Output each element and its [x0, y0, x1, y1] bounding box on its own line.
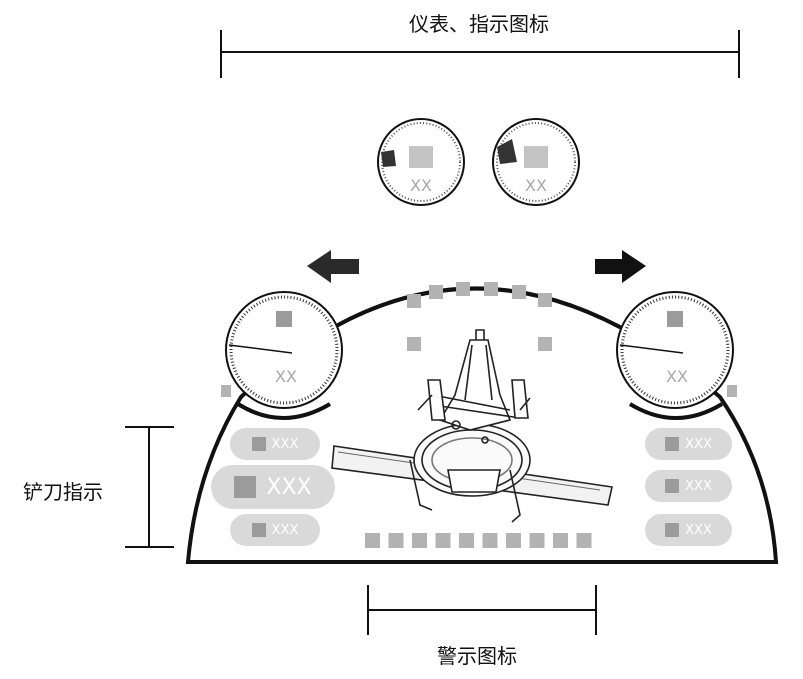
blade-indicator-icon: [251, 437, 266, 451]
blade-indicator-icon: [665, 479, 680, 493]
blade-indicator-right-3: XXX: [645, 514, 732, 546]
small-gauge-right-value: XX: [525, 176, 547, 195]
blade-indicator-value: XXX: [271, 522, 299, 538]
blade-indicator-icon: [234, 476, 257, 498]
big-gauge-right: [616, 291, 734, 409]
big-gauge-left-value: XX: [275, 367, 297, 386]
small-gauge-left: [377, 118, 465, 206]
warning-icon-placeholder: [388, 533, 404, 548]
big-gauge-left: [225, 291, 343, 409]
small-gauge-right: [492, 118, 580, 206]
blade-indicator-value: XXX: [685, 478, 712, 494]
blade-indicator-value: XXX: [685, 522, 712, 538]
warning-icon-placeholder: [365, 533, 380, 548]
top-bracket: [220, 30, 740, 78]
blade-indicator-value: XXX: [685, 436, 712, 452]
warning-icon-placeholder: [529, 533, 545, 548]
blade-indicator-right-2: XXX: [645, 470, 732, 502]
left-bracket: [125, 426, 174, 548]
bottom-bracket: [367, 585, 597, 635]
warning-icon-placeholder: [435, 533, 451, 548]
blade-indicator-value: XXX: [271, 436, 299, 452]
blade-indicator-left-1: XXX: [230, 428, 320, 460]
warning-icon-placeholder: [459, 533, 474, 548]
small-gauge-left-value: XX: [410, 176, 432, 195]
warning-icon-placeholder: [412, 533, 427, 548]
left-label: 铲刀指示: [23, 480, 103, 504]
blade-indicator-icon: [665, 523, 680, 537]
warning-icon-placeholder: [506, 533, 521, 548]
blade-indicator-icon: [665, 437, 680, 451]
warning-icon-placeholder: [576, 533, 592, 548]
bottom-label: 警示图标: [437, 644, 517, 668]
big-gauge-right-value: XX: [666, 367, 688, 386]
blade-indicator-value: XXX: [266, 474, 312, 500]
blade-indicator-left-2: XXX: [211, 465, 335, 509]
blade-indicator-right-1: XXX: [645, 428, 732, 460]
grader-machine-illustration: [331, 329, 613, 523]
right-turn-arrow-icon: [595, 250, 646, 283]
top-label: 仪表、指示图标: [409, 12, 549, 36]
left-turn-arrow-icon: [307, 250, 359, 283]
blade-indicator-left-3: XXX: [230, 514, 320, 546]
indicator-icon-placeholders: [221, 282, 737, 397]
warning-icon-placeholder: [553, 533, 568, 548]
warning-icon-placeholder: [482, 533, 498, 548]
warning-icon-placeholders: [365, 533, 592, 548]
blade-indicator-icon: [251, 523, 266, 537]
